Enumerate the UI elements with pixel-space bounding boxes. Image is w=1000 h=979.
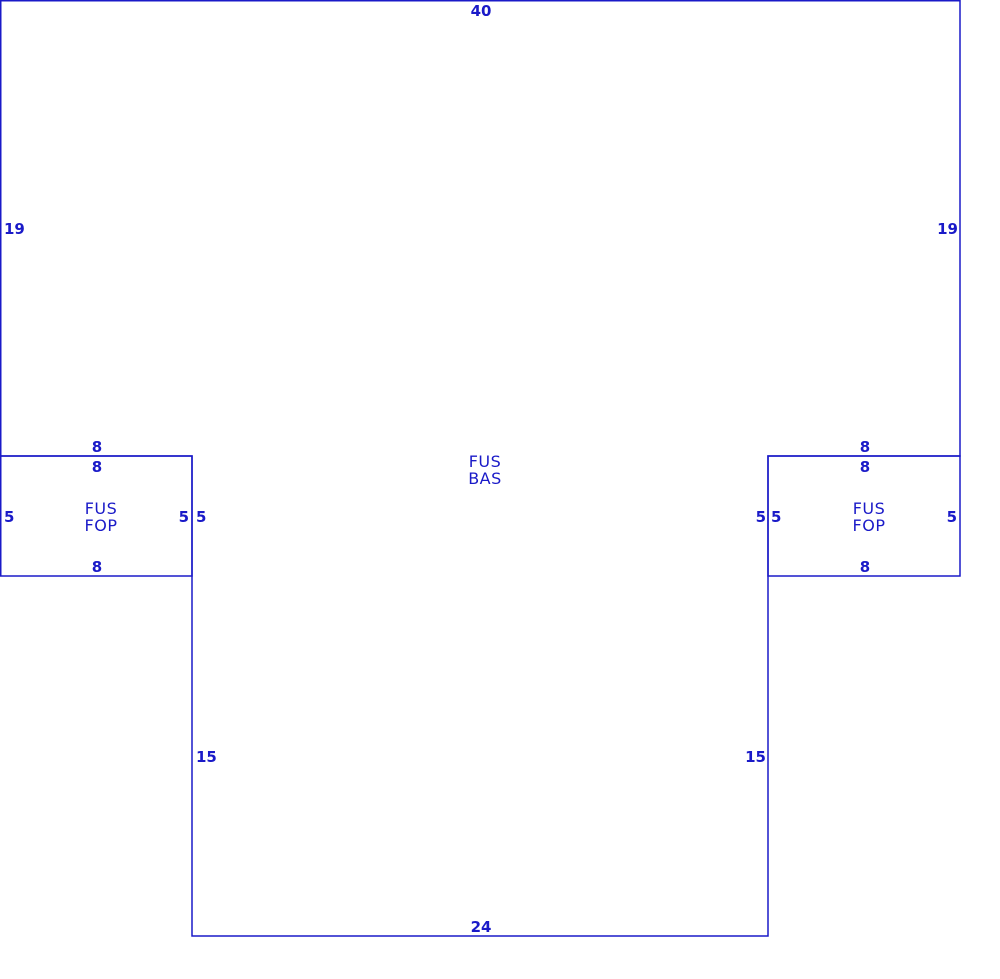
left-panel-left-dimension: 5 [4, 508, 14, 526]
main-panel-label-line2: BAS [468, 469, 502, 488]
left-panel-bottom-dimension: 8 [92, 558, 102, 576]
left-panel-right-outer-dimension: 5 [196, 508, 206, 526]
right-panel-left-inner-dimension: 5 [771, 508, 781, 526]
main-left-lower-dimension: 15 [196, 748, 217, 766]
main-bottom-dimension: 24 [471, 918, 492, 936]
main-left-dimension: 19 [4, 220, 25, 238]
right-panel-right-dimension: 5 [947, 508, 957, 526]
main-top-dimension: 40 [471, 2, 492, 20]
main-panel-label-line1: FUS [469, 452, 502, 471]
right-panel-label-line1: FUS [853, 499, 886, 518]
main-right-lower-dimension: 15 [745, 748, 766, 766]
left-panel-top-outer-dimension: 8 [92, 438, 102, 456]
left-panel-outline [0, 455, 193, 577]
left-panel-label-line1: FUS [85, 499, 118, 518]
right-panel-outline [767, 455, 961, 577]
main-right-dimension: 19 [937, 220, 958, 238]
left-panel-right-inner-dimension: 5 [179, 508, 189, 526]
left-panel-top-inner-dimension: 8 [92, 458, 102, 476]
right-panel-label-line2: FOP [853, 516, 886, 535]
right-panel-left-outer-dimension: 5 [756, 508, 766, 526]
left-panel-label-line2: FOP [85, 516, 118, 535]
right-panel-bottom-dimension: 8 [860, 558, 870, 576]
right-panel-top-outer-dimension: 8 [860, 438, 870, 456]
right-panel-top-inner-dimension: 8 [860, 458, 870, 476]
